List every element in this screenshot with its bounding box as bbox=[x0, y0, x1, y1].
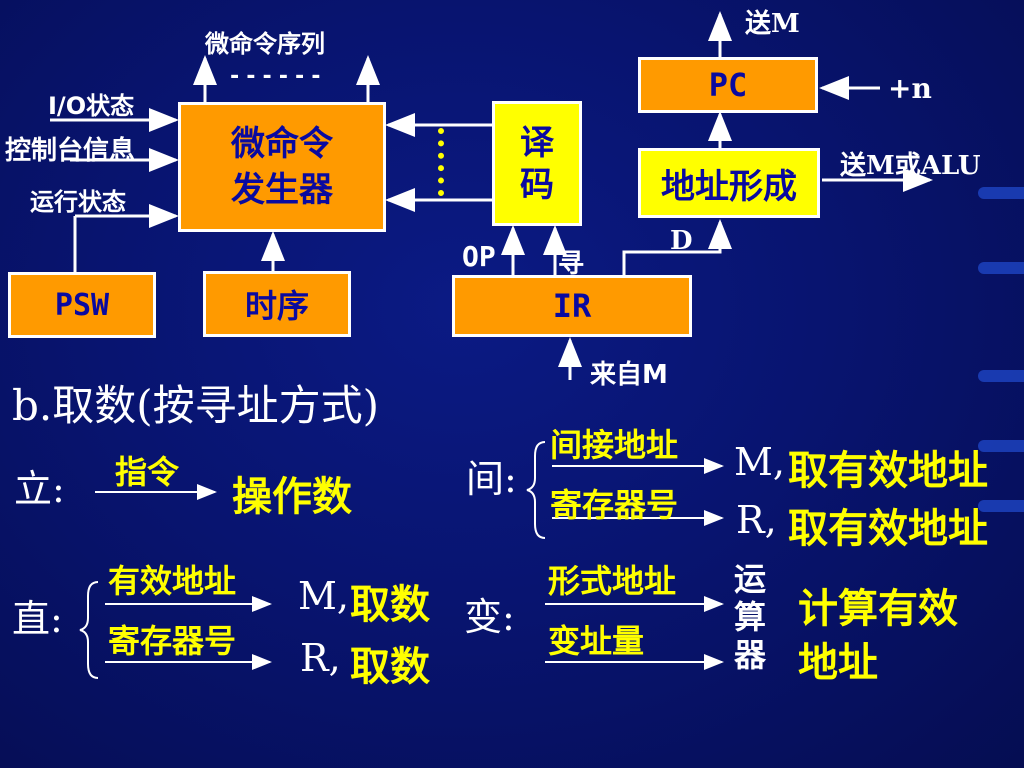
decoder-line-2: 码 bbox=[520, 164, 554, 205]
decoder-box: 译 码 bbox=[492, 101, 582, 226]
immediate-operand: 操作数 bbox=[232, 474, 352, 520]
immediate-label: 立: bbox=[14, 467, 65, 511]
op-label: OP bbox=[462, 240, 496, 273]
io-state-label: I/O状态 bbox=[48, 92, 135, 120]
alu-label: 运 算 器 bbox=[730, 560, 770, 674]
decor-streak bbox=[978, 370, 1024, 382]
alu-char-1: 运 bbox=[733, 560, 766, 598]
direct-r-result: 取数 bbox=[350, 644, 430, 690]
decor-streak bbox=[978, 262, 1024, 274]
indexed-result-line-1: 计算有效 bbox=[798, 586, 958, 632]
psw-box: PSW bbox=[8, 272, 156, 338]
direct-m-result: 取数 bbox=[350, 582, 430, 628]
sequence-dashes: ------ bbox=[228, 64, 326, 89]
indirect-r-prefix: R, bbox=[736, 498, 777, 542]
send-m-or-alu-label: 送M或ALU bbox=[840, 151, 981, 181]
ir-box: IR bbox=[452, 275, 692, 337]
dotted-connector bbox=[438, 128, 450, 196]
micro-command-sequence-label: 微命令序列 bbox=[205, 30, 325, 58]
indirect-r-result: 取有效地址 bbox=[788, 506, 988, 552]
generator-line-2: 发生器 bbox=[231, 170, 333, 210]
direct-r-prefix: R, bbox=[300, 636, 341, 680]
immediate-instruction-label: 指令 bbox=[115, 453, 180, 491]
decoder-line-1: 译 bbox=[520, 122, 554, 163]
indexed-result-line-2: 地址 bbox=[798, 640, 878, 686]
indirect-address: 间接地址 bbox=[550, 426, 679, 464]
console-info-label: 控制台信息 bbox=[5, 136, 136, 166]
indirect-label: 间: bbox=[466, 457, 517, 501]
indirect-m-prefix: M, bbox=[734, 440, 785, 484]
run-state-label: 运行状态 bbox=[30, 188, 126, 216]
generator-line-1: 微命令 bbox=[231, 124, 333, 164]
seek-label: 寻 bbox=[558, 249, 585, 279]
indirect-register-number: 寄存器号 bbox=[550, 486, 679, 524]
indexed-label: 变: bbox=[464, 595, 515, 639]
direct-m-prefix: M, bbox=[298, 574, 349, 618]
decor-streak bbox=[978, 187, 1024, 199]
alu-char-3: 器 bbox=[733, 636, 766, 674]
indirect-m-result: 取有效地址 bbox=[788, 448, 988, 494]
direct-register-number: 寄存器号 bbox=[108, 622, 237, 660]
timing-box: 时序 bbox=[203, 271, 351, 337]
address-formation-box: 地址形成 bbox=[638, 148, 820, 218]
pc-box: PC bbox=[638, 57, 818, 113]
direct-label: 直: bbox=[12, 597, 63, 641]
send-m-label: 送M bbox=[745, 9, 800, 39]
indexed-offset: 变址量 bbox=[548, 622, 645, 660]
section-title: b.取数(按寻址方式) bbox=[12, 381, 380, 430]
d-label: D bbox=[670, 226, 693, 256]
from-m-label: 来自M bbox=[590, 360, 668, 390]
alu-char-2: 算 bbox=[733, 598, 766, 636]
decor-streak bbox=[978, 440, 1024, 452]
direct-effective-address: 有效地址 bbox=[108, 562, 237, 600]
plus-n-label: +n bbox=[888, 72, 932, 105]
decor-streak bbox=[978, 500, 1024, 512]
micro-command-generator-box: 微命令 发生器 bbox=[178, 102, 386, 232]
indexed-formal-address: 形式地址 bbox=[548, 562, 677, 600]
